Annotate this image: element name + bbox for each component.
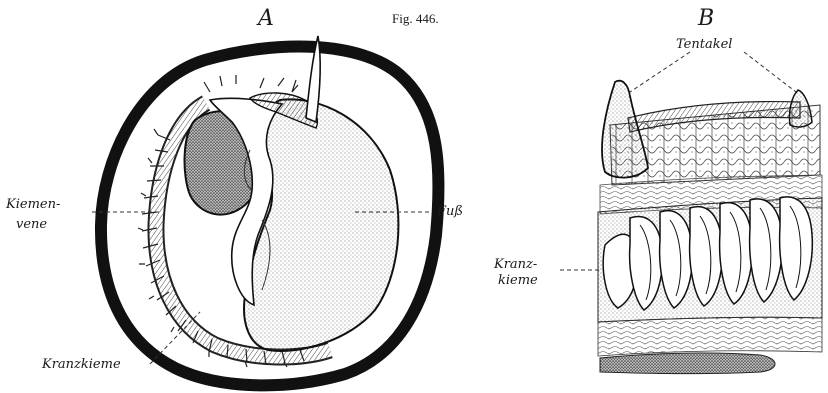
panel-b-drawing xyxy=(560,52,822,374)
panel-b-letter: B xyxy=(698,8,714,30)
label-kranzkieme-b-line2: kieme xyxy=(498,274,538,287)
leader-tentakel-right xyxy=(744,52,796,92)
leader-tentakel-left xyxy=(630,52,690,92)
label-kranzkieme-a: Kranzkieme xyxy=(42,358,121,371)
panel-a-letter: A xyxy=(258,8,274,30)
label-fuss: Fuß xyxy=(437,205,463,218)
label-kiemenvene-line1: Kiemen- xyxy=(6,198,60,211)
tentakel-right xyxy=(789,90,812,127)
label-tentakel: Tentakel xyxy=(676,38,732,51)
panel-a-drawing xyxy=(92,36,439,385)
figure-number: Fig. 446. xyxy=(392,11,439,27)
lower-tissue-band xyxy=(598,317,822,356)
label-kiemenvene-line2: vene xyxy=(16,218,47,231)
label-kranzkieme-b-line1: Kranz- xyxy=(494,258,537,271)
